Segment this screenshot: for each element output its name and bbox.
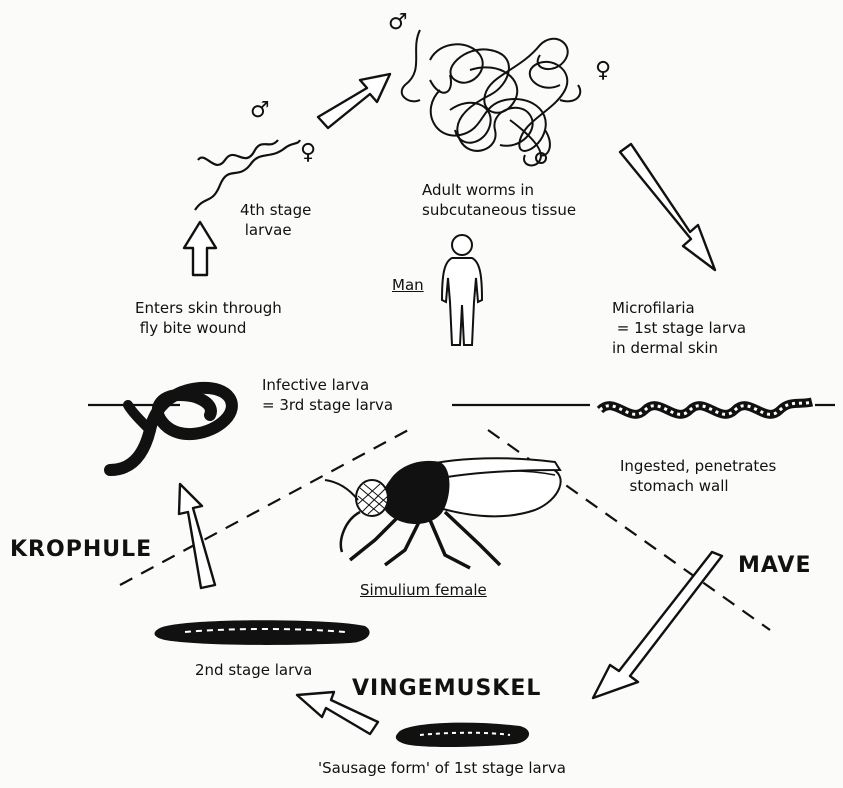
infective-larva xyxy=(110,388,232,470)
arrow-to-wing-muscle xyxy=(593,552,722,698)
label-enters-skin: Enters skin through fly bite wound xyxy=(135,298,282,338)
label-infective-larva: Infective larva = 3rd stage larva xyxy=(262,375,393,415)
label-adult-worms: Adult worms in subcutaneous tissue xyxy=(422,180,576,220)
adult-worm-tangle xyxy=(402,30,581,165)
label-fourth-stage: 4th stage larvae xyxy=(240,200,311,240)
male-symbol-top: ♂ xyxy=(388,10,408,35)
label-simulium-female: Simulium female xyxy=(360,580,487,600)
female-symbol-top: ♀ xyxy=(595,58,611,83)
label-man: Man xyxy=(392,275,424,295)
arrow-to-microfilaria xyxy=(620,144,715,270)
region-krophule: KROPHULE xyxy=(10,537,152,562)
label-second-stage: 2nd stage larva xyxy=(195,660,312,680)
male-symbol-larva: ♂ xyxy=(250,98,270,123)
region-vingemuskel: VINGEMUSKEL xyxy=(352,676,541,701)
label-sausage-form: 'Sausage form' of 1st stage larva xyxy=(318,758,566,778)
label-ingested: Ingested, penetrates stomach wall xyxy=(620,456,776,496)
arrow-up-to-4th-stage xyxy=(184,222,216,275)
sausage-form-larva xyxy=(396,723,529,747)
simulium-fly xyxy=(325,458,561,568)
label-microfilaria: Microfilaria = 1st stage larva in dermal… xyxy=(612,298,746,358)
region-mave: MAVE xyxy=(738,553,811,578)
second-stage-larva xyxy=(155,620,370,645)
human-figure xyxy=(442,235,482,345)
female-symbol-larva: ♀ xyxy=(300,140,316,165)
arrow-to-adult-worms xyxy=(318,74,390,128)
microfilaria-worm xyxy=(600,402,812,414)
